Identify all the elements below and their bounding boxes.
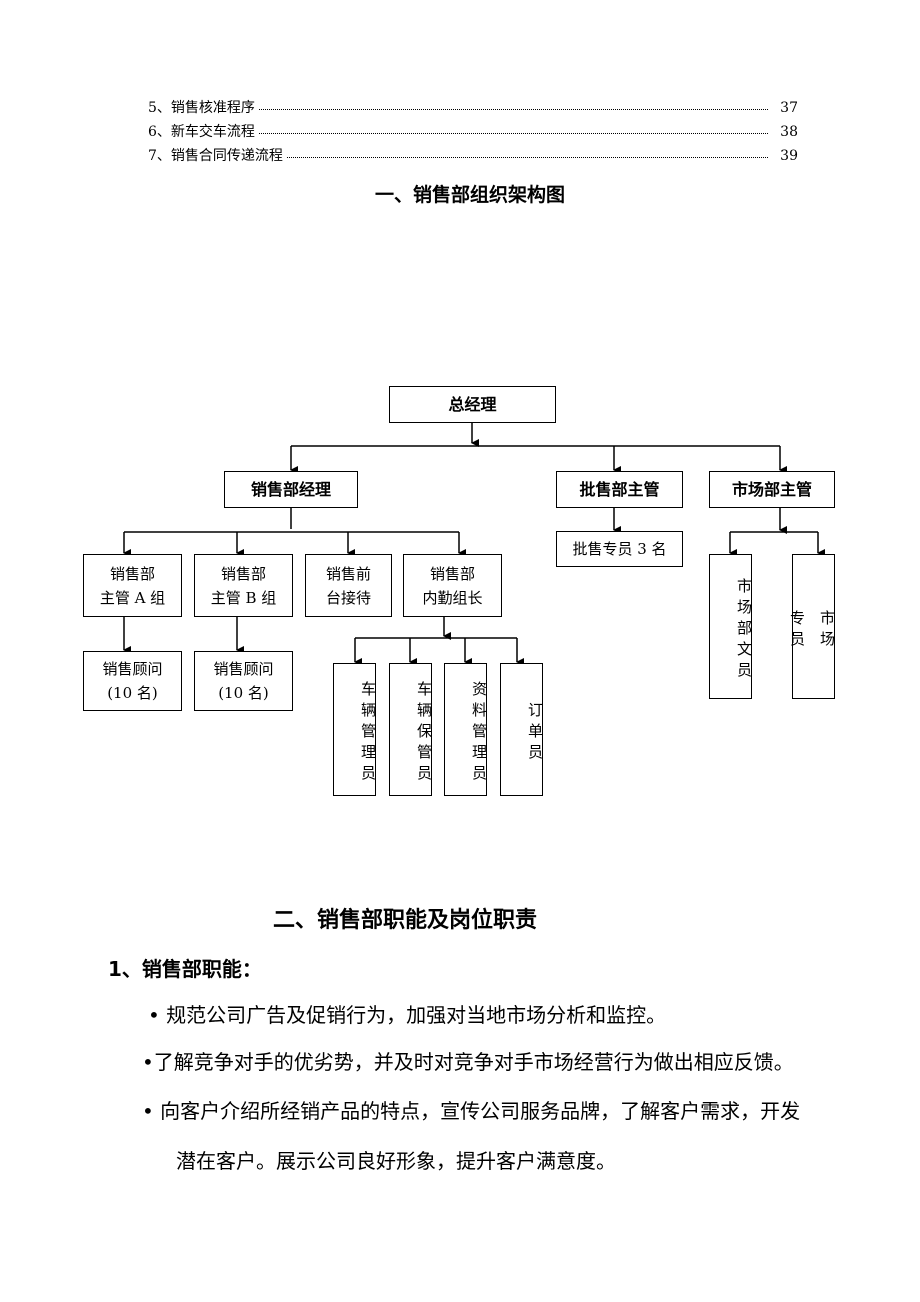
front-desk-box: 销售前 台接待 [305, 554, 392, 617]
duty-item: 潜在客户。展示公司良好形象，提升客户满意度。 [176, 1149, 616, 1173]
toc-label: 6、新车交车流程 [148, 121, 259, 143]
vehicle-keep-box: 车辆保管员 [389, 663, 433, 796]
front-desk-label: 销售前 台接待 [325, 564, 371, 607]
market-specialist-label: 市场 专员 [788, 609, 836, 652]
toc-leader [148, 157, 768, 158]
data-mgmt-label: 资料管理员 [470, 681, 488, 786]
market-supervisor-label: 市场部主管 [731, 479, 812, 499]
toc-page: 38 [776, 121, 798, 143]
toc-row[interactable]: 6、新车交车流程 38 [148, 121, 798, 143]
data-mgmt-box: 资料管理员 [444, 663, 488, 796]
toc-label: 7、销售合同传递流程 [148, 145, 287, 167]
toc-leader [148, 109, 768, 110]
wholesale-supervisor-label: 批售部主管 [579, 479, 660, 499]
wholesale-staff-box: 批售专员 3 名 [556, 531, 683, 567]
gm-label: 总经理 [448, 394, 497, 414]
gm-box: 总经理 [389, 386, 556, 423]
duty-item: •了解竞争对手的优劣势，并及时对竞争对手市场经营行为做出相应反馈。 [142, 1050, 794, 1074]
sub1-title: 1、销售部职能： [108, 957, 262, 981]
section1-title: 一、销售部组织架构图 [374, 184, 565, 206]
toc-label: 5、销售核准程序 [148, 97, 259, 119]
sales-manager-label: 销售部经理 [250, 479, 331, 499]
order-clerk-label: 订单员 [526, 702, 544, 765]
market-supervisor-box: 市场部主管 [709, 471, 835, 508]
vehicle-mgmt-box: 车辆管理员 [333, 663, 377, 796]
sales-manager-box: 销售部经理 [224, 471, 358, 508]
group-a-label: 销售部 主管 A 组 [99, 564, 166, 607]
consultant-a-label: 销售顾问 (10 名) [102, 660, 163, 702]
toc-page: 37 [776, 97, 798, 119]
section2-title: 二、销售部职能及岗位职责 [273, 908, 538, 933]
group-b-box: 销售部 主管 B 组 [194, 554, 293, 617]
internal-lead-label: 销售部 内勤组长 [422, 564, 483, 607]
group-a-box: 销售部 主管 A 组 [83, 554, 182, 617]
wholesale-staff-label: 批售专员 3 名 [572, 540, 667, 558]
toc-page: 39 [776, 145, 798, 167]
market-clerk-box: 市场部文员 [709, 554, 753, 699]
toc-row[interactable]: 7、销售合同传递流程 39 [148, 145, 798, 167]
vehicle-keep-label: 车辆保管员 [415, 681, 433, 786]
wholesale-supervisor-box: 批售部主管 [556, 471, 683, 508]
consultant-a-box: 销售顾问 (10 名) [83, 651, 182, 711]
duty-item: • 向客户介绍所经销产品的特点，宣传公司服务品牌，了解客户需求，开发 [142, 1099, 801, 1123]
order-clerk-box: 订单员 [500, 663, 544, 796]
toc-leader [148, 133, 768, 134]
group-b-label: 销售部 主管 B 组 [210, 564, 277, 607]
toc-row[interactable]: 5、销售核准程序 37 [148, 97, 798, 119]
duty-item: • 规范公司广告及促销行为，加强对当地市场分析和监控。 [148, 1003, 667, 1027]
internal-lead-box: 销售部 内勤组长 [403, 554, 502, 617]
consultant-b-label: 销售顾问 (10 名) [213, 660, 274, 702]
consultant-b-box: 销售顾问 (10 名) [194, 651, 293, 711]
market-specialist-box: 市场 专员 [788, 554, 836, 699]
vehicle-mgmt-label: 车辆管理员 [359, 681, 377, 786]
market-clerk-label: 市场部文员 [735, 578, 753, 683]
